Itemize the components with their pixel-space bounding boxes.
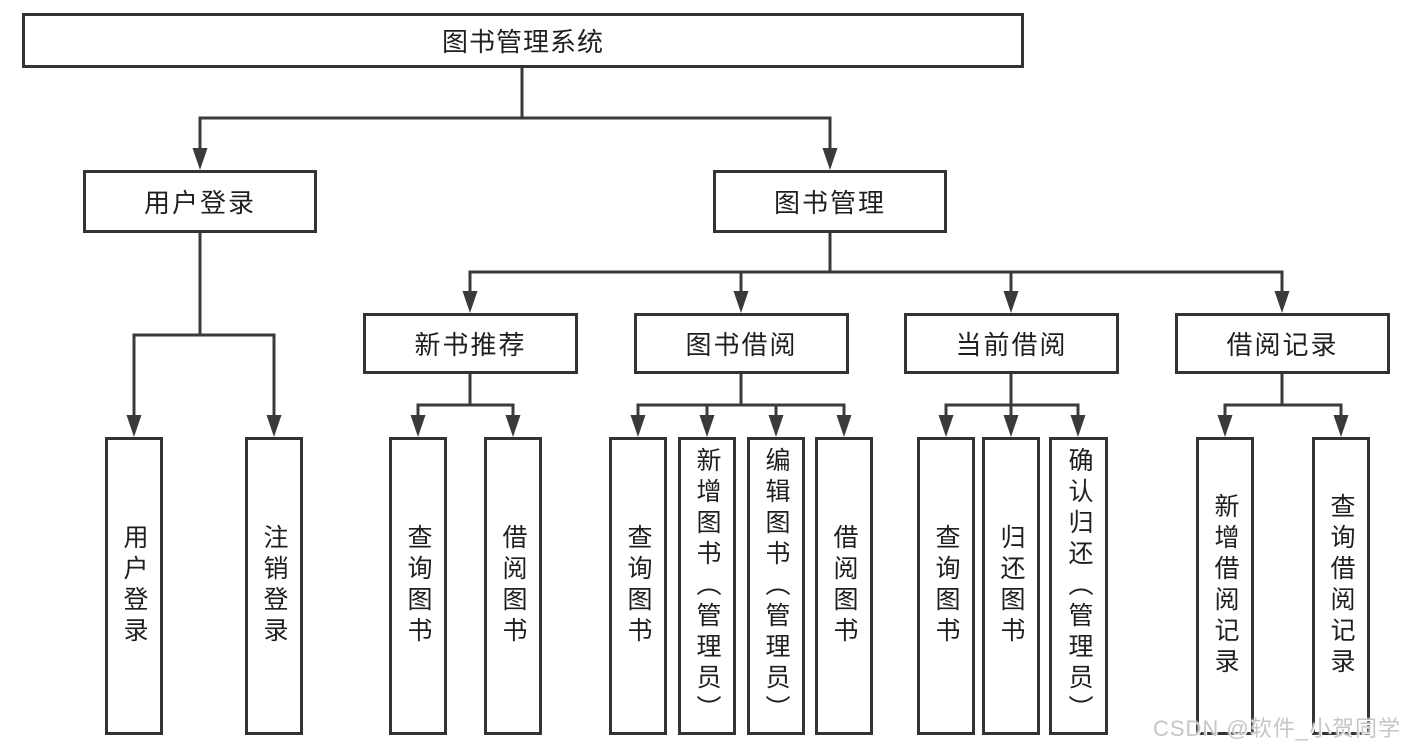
node-book-borrow: 图书借阅 (634, 313, 849, 374)
leaf-add-book-admin: 新增图书（管理员） (678, 437, 736, 735)
node-current-borrow: 当前借阅 (904, 313, 1119, 374)
node-library-management-system: 图书管理系统 (22, 13, 1024, 68)
leaf-confirm-return-admin: 确认归还（管理员） (1049, 437, 1108, 735)
leaf-borrow-books: 借阅图书 (815, 437, 873, 735)
node-user-login: 用户登录 (83, 170, 317, 233)
leaf-user-login: 用户登录 (105, 437, 163, 735)
leaf-logout-login: 注销登录 (245, 437, 303, 735)
leaf-query-books-current: 查询图书 (917, 437, 975, 735)
node-borrow-records: 借阅记录 (1175, 313, 1390, 374)
leaf-query-borrow-record: 查询借阅记录 (1312, 437, 1370, 735)
node-book-management: 图书管理 (713, 170, 947, 233)
node-new-book-recommend: 新书推荐 (363, 313, 578, 374)
leaf-edit-book-admin: 编辑图书（管理员） (747, 437, 805, 735)
leaf-query-books-recommend: 查询图书 (389, 437, 447, 735)
leaf-return-books: 归还图书 (982, 437, 1040, 735)
leaf-borrow-books-recommend: 借阅图书 (484, 437, 542, 735)
leaf-query-books-borrow: 查询图书 (609, 437, 667, 735)
leaf-add-borrow-record: 新增借阅记录 (1196, 437, 1254, 735)
csdn-watermark: CSDN @软件_小贺同学 (1152, 716, 1401, 741)
